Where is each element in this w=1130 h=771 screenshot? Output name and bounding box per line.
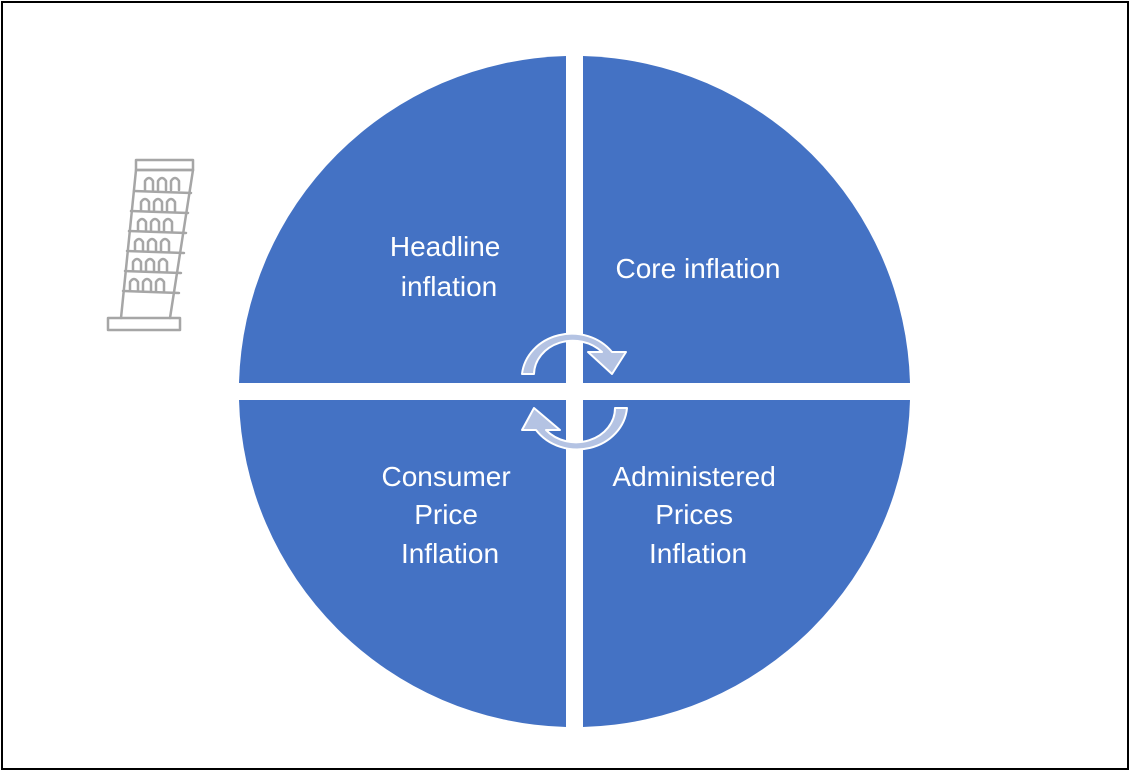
quadrant-bottom-left: [239, 400, 566, 727]
label-line: Consumer: [382, 461, 511, 492]
label-line: Prices: [655, 499, 733, 530]
quadrant-top-left: [239, 56, 566, 383]
quadrant-label-bottom-right: Administered Prices Inflation: [612, 461, 783, 569]
label-line: Inflation: [649, 538, 747, 569]
quadrant-label-top-right: Core inflation: [616, 253, 781, 284]
quadrant-labels: Headline inflation Core inflation Consum…: [382, 231, 783, 569]
quadrant-bottom-right: [583, 400, 910, 727]
quadrant-top-right: [583, 56, 910, 383]
label-line: Administered: [612, 461, 775, 492]
label-line: Core inflation: [616, 253, 781, 284]
cycle-arrows: [521, 332, 628, 451]
quadrants: [239, 56, 910, 727]
label-line: Price: [414, 499, 478, 530]
label-line: inflation: [401, 271, 498, 302]
cycle-arrow-counterclockwise-icon: [521, 407, 628, 451]
quadrant-label-bottom-left: Consumer Price Inflation: [382, 461, 519, 569]
quadrant-label-top-left: Headline inflation: [390, 231, 508, 302]
cycle-arrow-clockwise-icon: [521, 332, 627, 375]
label-line: Inflation: [401, 538, 499, 569]
leaning-tower-icon: [106, 158, 195, 332]
label-line: Headline: [390, 231, 501, 262]
